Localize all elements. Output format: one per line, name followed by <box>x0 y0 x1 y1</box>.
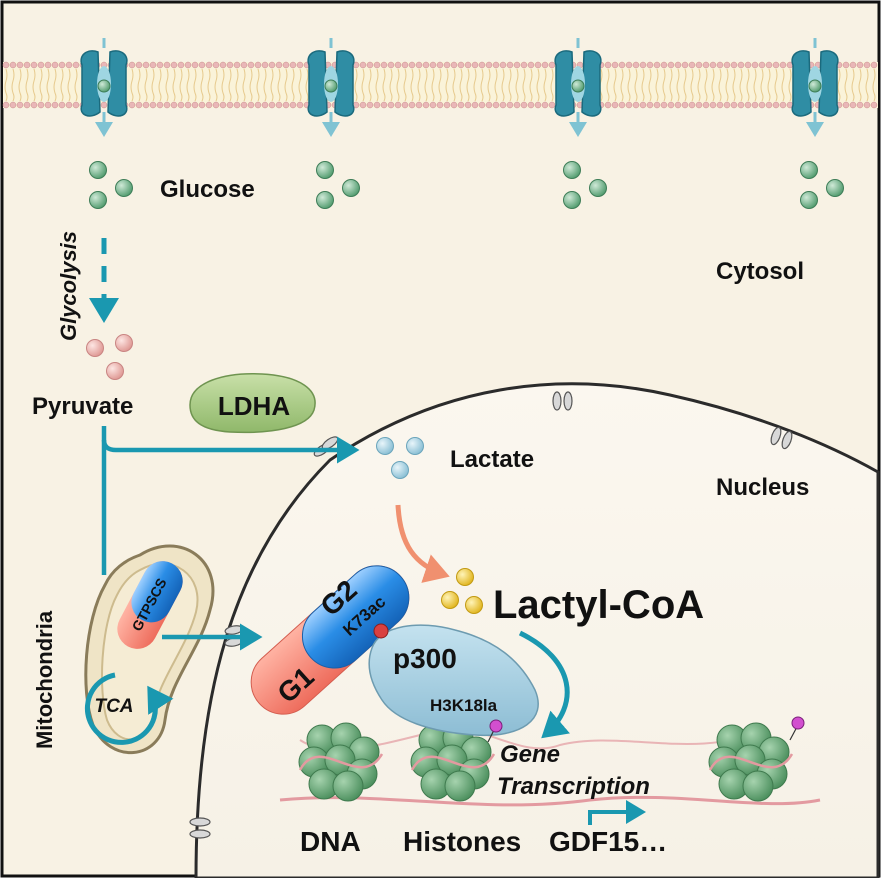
mitochondria-label: Mitochondria <box>32 610 57 749</box>
p300-enzyme <box>368 624 539 737</box>
lactate-to-lactyl-coa-arrow <box>395 504 450 583</box>
transporter <box>791 50 839 117</box>
pyruvate-molecules <box>86 334 133 380</box>
cytosol-label: Cytosol <box>716 258 804 285</box>
lactyl-coa-to-gene-arrow <box>518 630 570 739</box>
gene-label: Gene <box>500 741 560 768</box>
gtpscs-enzyme <box>117 561 183 649</box>
tca-cycle <box>84 672 174 745</box>
pyruvate-label: Pyruvate <box>32 393 133 420</box>
glycolysis-label: Glycolysis <box>56 231 81 341</box>
lactyl-coa-label: Lactyl-CoA <box>493 583 704 627</box>
glucose-transporters <box>80 50 839 117</box>
transcription-start-arrow <box>588 800 646 825</box>
transporter <box>80 50 128 117</box>
lactyl-site-marker <box>373 623 389 639</box>
transporter <box>554 50 602 117</box>
lactate-label: Lactate <box>450 446 534 473</box>
nucleosomes <box>298 722 794 802</box>
glucose-molecules <box>89 38 844 209</box>
mitochondrion <box>84 544 215 754</box>
lactate-molecules <box>376 437 424 479</box>
nucleosome <box>708 722 794 802</box>
p300-label: p300 <box>393 643 457 674</box>
plasma-membrane <box>2 61 878 109</box>
dna-strand <box>279 795 821 807</box>
h3k18la-label: H3K18la <box>430 696 498 715</box>
transcription-label: Transcription <box>497 773 650 800</box>
nucleus-label: Nucleus <box>716 474 809 501</box>
glucose-label: Glucose <box>160 176 255 203</box>
tca-label: TCA <box>94 696 133 717</box>
lactyl-coa-molecules <box>441 568 483 614</box>
lactylation-marks <box>487 716 805 743</box>
nucleosome <box>298 722 384 802</box>
ldha-label: LDHA <box>218 391 290 421</box>
ldha-enzyme <box>189 373 316 434</box>
dna-label: DNA <box>300 826 361 857</box>
gdf15-label: GDF15… <box>549 826 667 857</box>
histones-label: Histones <box>403 826 521 857</box>
transporter <box>307 50 355 117</box>
